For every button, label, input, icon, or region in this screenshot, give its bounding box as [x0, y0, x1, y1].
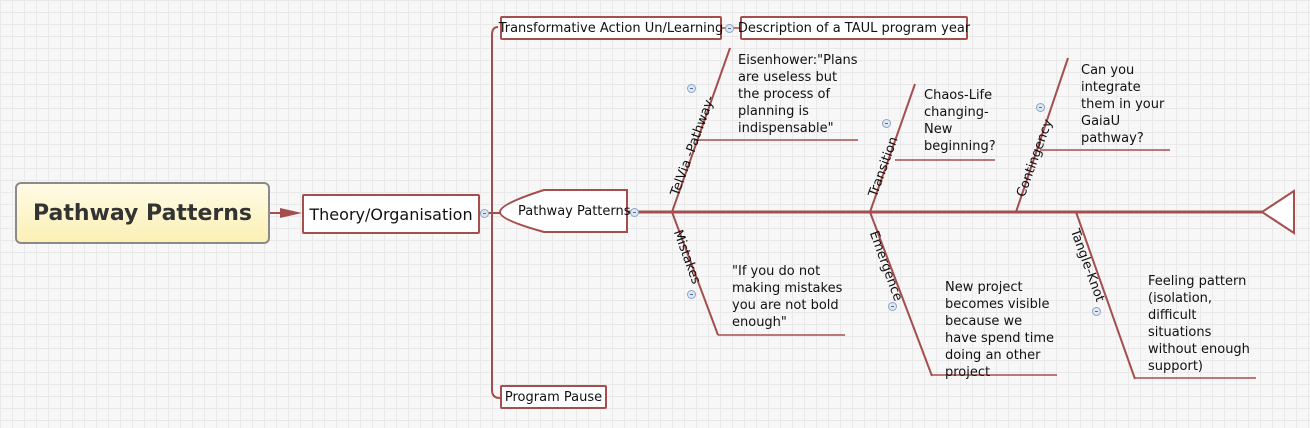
theory-label: Theory/Organisation — [309, 204, 473, 224]
bone-note-tangle: Feeling pattern (isolation, difficult si… — [1148, 274, 1250, 374]
collapse-telvia-icon[interactable] — [687, 84, 696, 93]
collapse-tangle-icon[interactable] — [1092, 307, 1101, 316]
fishbone-head — [498, 189, 628, 233]
taul-child-label: Description of a TAUL program year — [737, 20, 971, 36]
pause-topic[interactable]: Program Pause — [500, 385, 607, 409]
taul-child-topic[interactable]: Description of a TAUL program year — [737, 16, 971, 40]
theory-topic[interactable]: Theory/Organisation — [302, 194, 480, 234]
bone-note-transition: Chaos-Life changing-New beginning? — [924, 88, 996, 154]
root-label: Pathway Patterns — [33, 200, 252, 226]
taul-label: Transformative Action Un/Learning — [498, 20, 724, 36]
collapse-fishbone-icon[interactable] — [630, 208, 639, 217]
collapse-mistakes-icon[interactable] — [687, 290, 696, 299]
pause-label: Program Pause — [504, 389, 603, 405]
collapse-taul-icon[interactable] — [725, 24, 734, 33]
bone-emergence — [869, 211, 933, 377]
bone-note-contingency: Can you integrate them in your GaiaU pat… — [1081, 63, 1165, 146]
taul-topic[interactable]: Transformative Action Un/Learning — [498, 16, 724, 40]
collapse-emergence-icon[interactable] — [888, 302, 897, 311]
fishbone-tail-icon — [1260, 189, 1295, 235]
bone-note-mistakes: "If you do not making mistakes you are n… — [732, 264, 843, 330]
collapse-transition-icon[interactable] — [882, 119, 891, 128]
bone-mistakes — [671, 211, 719, 336]
fishbone-label: Pathway Patterns — [518, 204, 631, 219]
collapse-contingency-icon[interactable] — [1036, 103, 1045, 112]
bone-contingency — [1015, 57, 1069, 213]
arrowhead-icon — [280, 208, 302, 218]
bone-transition — [869, 83, 916, 213]
fishbone-topic[interactable]: Pathway Patterns — [518, 203, 631, 220]
bone-note-emergence: New project becomes visible because we h… — [945, 280, 1055, 380]
bone-tangle — [1075, 211, 1136, 380]
collapse-theory-icon[interactable] — [480, 209, 489, 218]
root-topic[interactable]: Pathway Patterns — [15, 182, 270, 244]
bone-telvia — [671, 47, 731, 213]
bone-note-telvia: Eisenhower:"Plans are useless but the pr… — [738, 53, 858, 136]
